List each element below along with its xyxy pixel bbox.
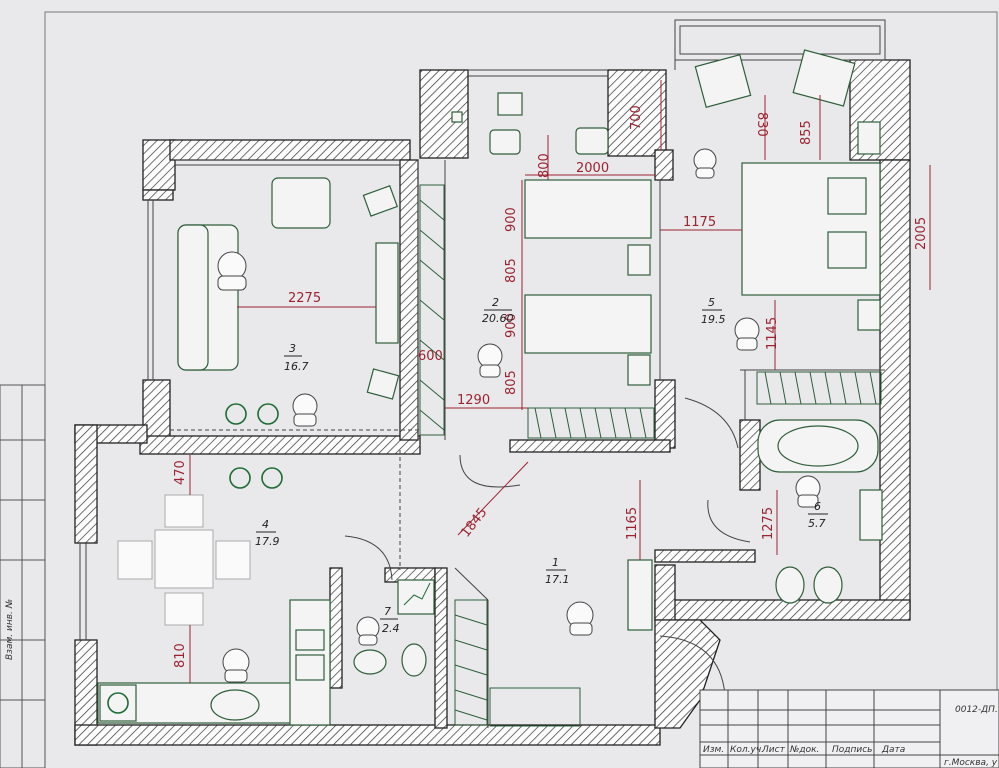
dimension-labels: 700 800 2000 830 855 900 805 900 805 117… bbox=[173, 105, 929, 668]
dimension-lines bbox=[189, 80, 931, 683]
room-number: 7 bbox=[384, 605, 391, 618]
person-figures bbox=[217, 148, 821, 683]
wardrobes bbox=[419, 184, 882, 727]
dimension-label: 700 bbox=[629, 105, 644, 130]
dimension-label: 810 bbox=[173, 643, 188, 668]
room-number: 5 bbox=[708, 296, 715, 309]
room-area: 5.7 bbox=[808, 517, 826, 530]
dimension-label: 600 bbox=[418, 349, 443, 364]
title-block-col-date: Дата bbox=[881, 745, 905, 755]
room-area: 17.9 bbox=[255, 535, 280, 548]
room-labels: 3 16.7 2 20.60 5 19.5 4 17.9 1 17.1 6 5.… bbox=[255, 296, 828, 635]
room-area: 17.1 bbox=[545, 573, 570, 586]
room-2-label: 2 20.60 bbox=[482, 296, 514, 325]
room-1-label: 1 17.1 bbox=[545, 556, 570, 586]
dimension-label: 1275 bbox=[761, 507, 776, 540]
dimension-label: 800 bbox=[537, 153, 552, 178]
dimension-label: 1845 bbox=[458, 505, 490, 540]
doors bbox=[344, 397, 751, 696]
room-number: 6 bbox=[814, 500, 821, 513]
title-block-col-doc: №док. bbox=[789, 745, 819, 755]
dimension-label: 805 bbox=[504, 258, 519, 283]
room-5-label: 5 19.5 bbox=[701, 296, 726, 326]
margin-stamp-label: Взам. инв. № bbox=[5, 599, 15, 660]
dimension-label: 2275 bbox=[288, 291, 321, 306]
room-number: 2 bbox=[492, 296, 499, 309]
dimension-label: 900 bbox=[504, 207, 519, 232]
partitions bbox=[170, 160, 885, 728]
left-margin-stamp: Взам. инв. № bbox=[0, 384, 46, 768]
title-block-city: г.Москва, у bbox=[944, 758, 998, 768]
dimension-label: 470 bbox=[173, 460, 188, 485]
windows bbox=[79, 19, 886, 640]
walls bbox=[74, 59, 911, 746]
room-area: 19.5 bbox=[701, 313, 726, 326]
dimension-label: 855 bbox=[799, 120, 814, 145]
title-block-col-sign: Подпись bbox=[832, 745, 872, 755]
room-7-label: 7 2.4 bbox=[380, 605, 400, 635]
room-4-label: 4 17.9 bbox=[255, 518, 280, 548]
room-6-label: 6 5.7 bbox=[808, 500, 828, 530]
room-number: 4 bbox=[262, 518, 269, 531]
room-area: 2.4 bbox=[382, 622, 400, 635]
dimension-label: 805 bbox=[504, 370, 519, 395]
dimension-label: 1290 bbox=[457, 393, 490, 408]
title-block: 0012-ДП. Изм. Кол.уч. Лист №док. Подпись… bbox=[699, 689, 999, 768]
title-block-code: 0012-ДП. bbox=[955, 705, 998, 715]
furniture bbox=[97, 49, 883, 726]
room-area: 20.60 bbox=[482, 312, 514, 325]
room-area: 16.7 bbox=[284, 360, 309, 373]
dimension-label: 1145 bbox=[765, 317, 780, 350]
room-number: 3 bbox=[289, 342, 296, 355]
dimension-label: 2005 bbox=[914, 217, 929, 250]
title-block-col-izm: Изм. bbox=[703, 745, 724, 755]
title-block-col-list: Лист bbox=[761, 745, 786, 755]
dimension-label: 2000 bbox=[576, 161, 609, 176]
dimension-label: 1175 bbox=[683, 215, 716, 230]
dimension-label: 830 bbox=[754, 112, 769, 137]
dimension-label: 1165 bbox=[625, 507, 640, 540]
title-block-col-kol: Кол.уч. bbox=[730, 745, 764, 755]
room-3-label: 3 16.7 bbox=[284, 342, 309, 373]
dimension-label: 900 bbox=[504, 313, 519, 338]
room-number: 1 bbox=[552, 556, 559, 569]
